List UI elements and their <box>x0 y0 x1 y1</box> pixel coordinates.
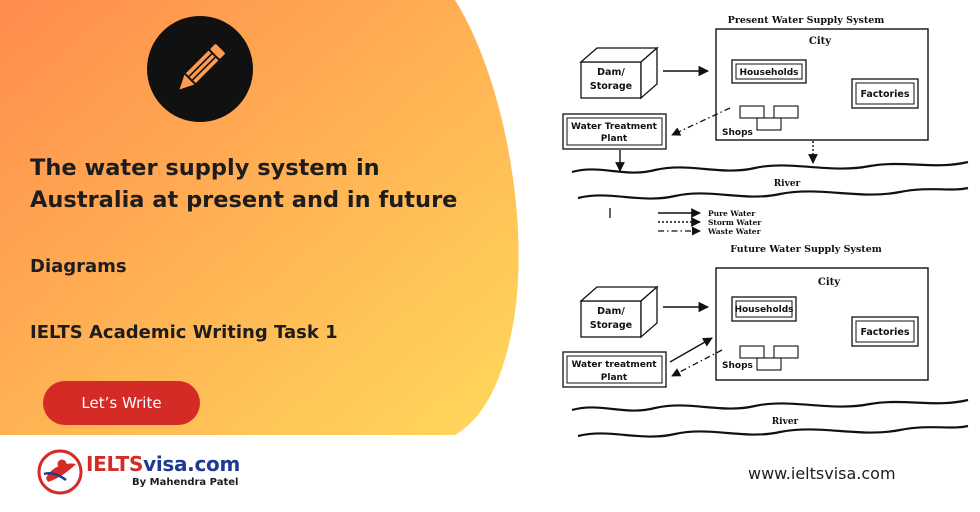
logo-wordmark: IELTSvisa.com <box>86 452 240 476</box>
present-dam-label-1: Dam/ <box>597 67 625 78</box>
future-diagram-title: Future Water Supply System <box>730 244 882 255</box>
future-water-treatment-plant: Water treatment Plant <box>562 351 667 388</box>
future-factories-label: Factories <box>860 327 909 338</box>
present-diagram-title: Present Water Supply System <box>728 15 885 26</box>
logo-name-part1: IELTS <box>86 452 144 476</box>
future-plant-to-city-arrow <box>669 337 713 363</box>
future-city-label: City <box>818 277 841 288</box>
future-shops-label: Shops <box>722 361 753 371</box>
category-label: Diagrams <box>30 256 127 277</box>
pencil-icon <box>179 44 225 90</box>
future-river-label: River <box>772 417 799 427</box>
legend-pure-label: Pure Water <box>708 209 756 218</box>
legend-waste-label: Waste Water <box>707 227 762 236</box>
future-plant-label-2: Plant <box>601 373 628 383</box>
present-dam-label-2: Storage <box>590 81 632 92</box>
present-water-treatment-plant: Water Treatment Plant <box>562 113 667 150</box>
future-dam-label-2: Storage <box>590 320 632 331</box>
task-label: IELTS Academic Writing Task 1 <box>30 322 338 343</box>
present-waste-water-arrow <box>671 107 731 136</box>
present-city-label: City <box>809 36 832 47</box>
present-plant-label-2: Plant <box>601 134 628 144</box>
present-plant-label-1: Water Treatment <box>571 122 658 132</box>
lets-write-button[interactable]: Let’s Write <box>43 381 200 425</box>
future-plant-label-1: Water treatment <box>571 360 657 370</box>
future-city: City Households Factories Shops <box>715 267 929 381</box>
ieltsvisa-logo[interactable]: IELTSvisa.com By Mahendra Patel <box>36 448 256 498</box>
logo-globe-icon <box>37 449 83 495</box>
page-title: The water supply system in Australia at … <box>30 155 458 213</box>
logo-name-part2: visa.com <box>143 452 241 476</box>
future-dam-label-1: Dam/ <box>597 306 625 317</box>
present-households-label: Households <box>739 68 798 78</box>
water-supply-diagram: Present Water Supply System Dam/ Storage… <box>562 15 969 438</box>
future-waste-water-arrow <box>671 349 723 377</box>
website-url[interactable]: www.ieltsvisa.com <box>748 464 896 483</box>
future-dam-storage: Dam/ Storage <box>579 285 659 339</box>
legend: Pure Water Storm Water Waste Water <box>658 208 762 236</box>
present-shops-label: Shops <box>722 128 753 138</box>
pencil-badge <box>147 16 253 122</box>
logo-byline: By Mahendra Patel <box>132 477 239 488</box>
present-river-label: River <box>774 179 801 189</box>
future-households-label: Households <box>734 305 793 315</box>
future-river: River <box>571 398 969 438</box>
present-dam-storage: Dam/ Storage <box>579 46 659 100</box>
legend-storm-label: Storm Water <box>708 218 762 227</box>
present-river: River <box>571 160 969 200</box>
present-factories-label: Factories <box>860 89 909 100</box>
present-city: City Households Factories Shops <box>715 28 929 141</box>
